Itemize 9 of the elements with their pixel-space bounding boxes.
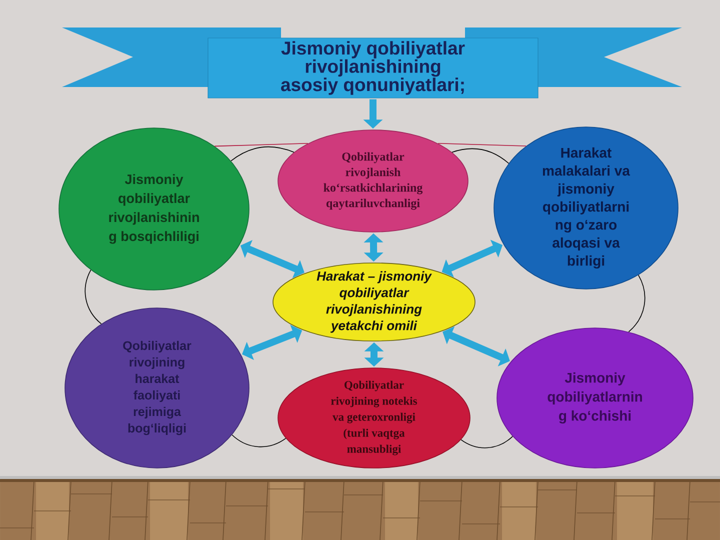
ribbon-banner: Jismoniy qobiliyatlar rivojlanishining asosiy qonuniyatlari; — [62, 28, 682, 98]
connector-line — [438, 143, 527, 146]
connector-line — [232, 434, 286, 448]
connector-line — [84, 270, 102, 324]
connector-line — [460, 436, 513, 448]
connector-line — [452, 148, 510, 164]
connector-line — [214, 143, 308, 147]
connector-line — [230, 146, 294, 162]
connector-line — [628, 274, 646, 332]
